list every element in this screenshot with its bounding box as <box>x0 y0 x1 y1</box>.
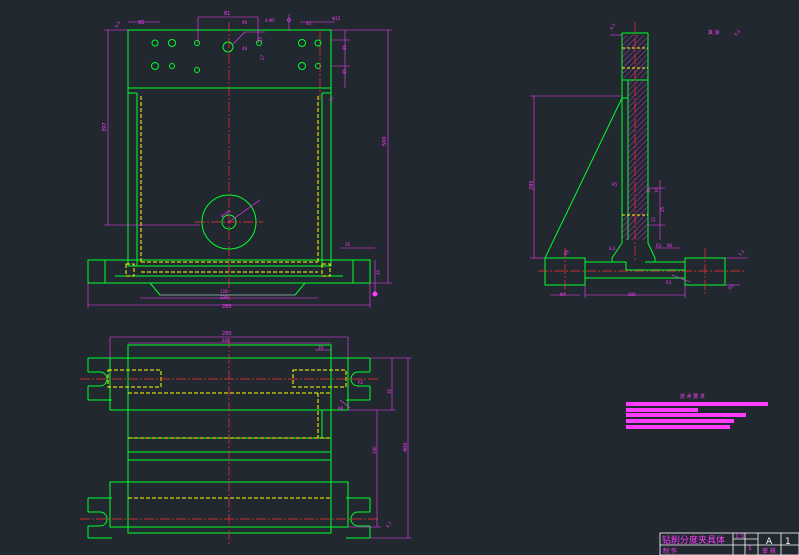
dim-top-left: 95 <box>138 20 144 26</box>
top-dim-small-b: R2 <box>358 380 364 385</box>
side-dim-r1: R5 <box>612 182 618 187</box>
front-hole <box>151 39 159 47</box>
side-dim-s4: 12 <box>651 216 656 222</box>
side-dim-gauge-a: 63 <box>656 243 662 248</box>
front-hole <box>298 39 306 47</box>
top-lug-upper-right <box>346 357 371 401</box>
side-dim-base-l: 6.2 <box>609 246 616 251</box>
side-dim-base-mid: 300 <box>628 292 636 297</box>
sheet-size: A <box>766 537 773 547</box>
front-hole <box>315 63 321 69</box>
dim-hole-tag: 48 <box>242 46 248 51</box>
note-line-2 <box>626 408 698 412</box>
side-view-centerlines <box>538 22 745 295</box>
dim-roughness: 6.3 <box>114 20 122 28</box>
drawing-title: 钻削分度夹具体 <box>662 534 725 546</box>
side-view-dimensions <box>530 34 748 298</box>
note-line-1 <box>626 402 768 406</box>
side-dim-left-b: Φ4 <box>560 292 566 297</box>
dim-right-height: 500 <box>382 136 388 146</box>
front-view-dim-text: 95 61 90 4-Φ5 93 Φ15 95 95 48 15 27 397 … <box>102 11 388 310</box>
side-dim-s1: 12 <box>646 187 651 193</box>
maker-label: 制 作 <box>663 547 677 555</box>
side-dim-b2: R1 <box>727 283 735 291</box>
side-dim-b1: 1.1 <box>737 248 745 256</box>
front-hole <box>256 40 262 46</box>
front-hole <box>222 41 234 53</box>
front-hole <box>151 62 159 70</box>
top-view-centerlines <box>80 338 378 545</box>
top-lug-upper-left <box>87 357 112 401</box>
title-block <box>659 532 799 555</box>
dim-right-base: 35 <box>376 269 381 275</box>
side-view-dim-text: 6.3 295 12 10 25 12 R5 6.2 300 R3 1.1 R1… <box>529 22 746 297</box>
dim-left-height: 397 <box>102 122 108 132</box>
top-dim-roughness: 6.3 <box>385 520 393 528</box>
side-dim-left-r: Φ8 <box>563 249 570 257</box>
checker-label: 审 核 <box>762 547 776 555</box>
sheet-number: 1 <box>785 537 791 547</box>
dim-right-a: 93 <box>306 21 312 26</box>
top-lug-lower-left <box>87 497 112 539</box>
top-view-hidden <box>107 369 347 499</box>
top-dim-total: 280 <box>222 331 232 337</box>
side-upright-left <box>611 33 623 262</box>
side-dim-tag-right: 6.3 <box>733 28 741 36</box>
front-hole <box>194 67 200 73</box>
side-dim-s3: 25 <box>660 206 665 212</box>
top-dim-tag: R8 <box>338 406 344 411</box>
dim-vert-b: 45 <box>328 95 335 102</box>
dim-bottom-b: 228 <box>220 295 228 300</box>
front-body <box>127 87 332 267</box>
front-hole <box>314 39 322 47</box>
side-dim-top: 6.3 <box>609 22 617 30</box>
top-dim-inner: 200 <box>222 338 230 343</box>
side-rib-line <box>544 97 623 259</box>
side-upright-hatch <box>628 80 648 215</box>
note-line-5 <box>626 425 730 429</box>
top-lug-lower-right <box>346 497 371 539</box>
dim-right-d: 95 <box>342 68 347 74</box>
side-dim-height: 295 <box>529 180 535 190</box>
dim-right-small: 35 <box>345 242 351 247</box>
dim-right-c: 95 <box>342 44 347 50</box>
front-hole <box>169 63 175 69</box>
dim-top-mid: 61 <box>224 11 230 17</box>
front-view-hidden <box>125 96 331 277</box>
title-block-text: 钻削分度夹具体 1:1 A 1 1 制 作 审 核 <box>662 533 791 555</box>
dim-bottom-total: 280 <box>222 304 232 310</box>
side-dim-base-r: R3 <box>666 280 672 285</box>
top-view-dim-text: 280 200 10 R2 36 340 400 6.3 R8 <box>222 331 409 529</box>
tech-notes-title: 技 术 要 求 <box>680 393 705 400</box>
drawing-scale: 1:1 <box>735 533 745 540</box>
side-view-note: 其 余 <box>708 29 720 36</box>
dim-top-b: 90 <box>242 20 248 25</box>
dim-right-b: Φ15 <box>332 16 341 21</box>
top-dim-small-a: 10 <box>318 345 324 350</box>
note-line-4 <box>626 419 734 423</box>
title-block-border <box>659 532 799 555</box>
top-dim-h2: 340 <box>372 446 377 454</box>
front-hole <box>194 40 200 46</box>
dim-circle: Φ100 <box>220 208 232 219</box>
top-view-dimensions <box>109 336 412 539</box>
note-line-3 <box>626 413 746 417</box>
tech-notes: 技 术 要 求 <box>626 393 768 429</box>
top-dim-h3: 400 <box>403 442 409 452</box>
front-view-markers <box>287 14 378 297</box>
front-hole <box>298 62 306 70</box>
front-view-dimensions <box>87 16 392 308</box>
dim-hole-a: 15 <box>258 36 263 42</box>
side-dim-gauge-b: 66 <box>667 243 673 248</box>
front-hole <box>168 39 176 47</box>
dim-hole-b: 27 <box>260 54 265 60</box>
part-count: 1 <box>748 545 752 552</box>
dim-top-c: 4-Φ5 <box>265 18 275 23</box>
top-dim-h1: 36 <box>387 388 392 394</box>
side-dim-s2: 10 <box>654 187 659 193</box>
side-base-top <box>585 261 685 271</box>
dim-bottom-a: 128 <box>220 289 228 294</box>
